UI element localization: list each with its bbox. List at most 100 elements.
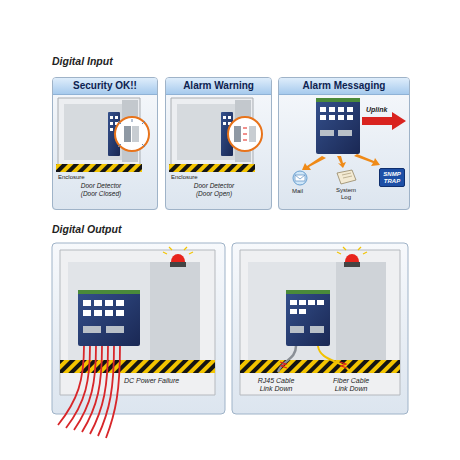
enclosure-drawing	[171, 98, 253, 166]
section-heading: Digital Output	[52, 223, 121, 236]
box-text: SNMP TRAP	[381, 171, 403, 184]
failure-label: RJ45 Cable Link Down	[254, 377, 298, 394]
alert-arrow	[302, 156, 326, 170]
enclosure-drawing	[228, 116, 231, 119]
enclosure-drawing	[223, 122, 226, 125]
failure-label: Fiber Cable Link Down	[328, 377, 374, 394]
panel-header: Alarm Warning	[166, 78, 271, 95]
switch-icon	[106, 326, 124, 333]
snmp-trap-box: SNMP TRAP	[379, 168, 405, 187]
fiber-cable	[318, 346, 350, 372]
mail-icon	[295, 175, 305, 181]
switch-icon	[316, 98, 360, 102]
log-icon	[337, 170, 356, 184]
switch-icon	[310, 326, 324, 333]
enclosure-drawing	[132, 119, 133, 122]
switch-icon	[78, 290, 140, 346]
switch-icon	[290, 300, 324, 314]
switch-icon	[83, 300, 124, 316]
switch-icon	[78, 290, 140, 346]
enclosure-drawing	[132, 126, 139, 142]
enclosure-drawing	[243, 128, 247, 129]
enclosure-drawing	[142, 144, 145, 147]
enclosure-drawing	[240, 360, 400, 373]
enclosure-drawing	[118, 144, 121, 147]
alert-arrow	[354, 154, 380, 166]
enclosure-drawing	[110, 128, 113, 131]
alarm-beacon	[170, 262, 186, 267]
enclosure-drawing	[124, 126, 131, 142]
enclosure-drawing	[68, 262, 200, 360]
alarm-beacon	[189, 252, 193, 254]
switch-icon	[320, 107, 326, 112]
enclosure-drawing	[336, 262, 386, 360]
switch-icon	[329, 115, 335, 120]
switch-icon	[316, 98, 360, 154]
switch-icon	[83, 310, 91, 316]
switch-icon	[338, 130, 352, 136]
switch-icon	[286, 290, 330, 346]
switch-icon	[290, 300, 297, 305]
power-cable	[58, 346, 84, 425]
mail-icon	[295, 175, 305, 179]
switch-icon	[299, 309, 306, 314]
power-cable	[66, 346, 90, 428]
enclosure-drawing	[60, 250, 215, 395]
section-heading: Digital Input	[52, 55, 113, 68]
failure-label: DC Power Failure	[124, 377, 179, 385]
switch-icon	[94, 300, 102, 306]
mail-label: Mail	[292, 188, 303, 195]
enclosure-drawing	[169, 98, 262, 172]
switch-icon	[316, 98, 360, 154]
log-icon	[343, 176, 352, 178]
panel-background	[52, 77, 158, 210]
alarm-beacon	[358, 247, 361, 250]
switch-icon	[299, 300, 306, 305]
alarm-beacon	[345, 254, 359, 262]
alert-arrow	[302, 154, 380, 170]
power-cable	[58, 346, 120, 438]
status-panel: Security OK!!	[52, 77, 158, 210]
alert-arrow	[337, 156, 346, 168]
panel-header: Security OK!!	[53, 78, 157, 95]
enclosure-drawing	[177, 104, 235, 160]
log-icon	[342, 173, 351, 175]
log-icon	[337, 170, 356, 184]
enclosure-drawing	[234, 126, 241, 142]
switch-icon	[83, 326, 101, 333]
switch-icon	[116, 300, 124, 306]
enclosure-drawing	[60, 250, 215, 395]
switch-icon	[105, 300, 113, 306]
enclosure-drawing	[150, 262, 200, 360]
sensor-label: Door Detector (Door Open)	[189, 182, 239, 198]
switch-icon	[338, 115, 344, 120]
switch-icon	[347, 107, 353, 112]
power-cable	[74, 346, 96, 430]
alarm-beacon	[169, 247, 172, 250]
break-mark	[340, 362, 347, 368]
switch-icon	[320, 130, 334, 136]
break-mark	[280, 362, 287, 368]
switch-icon	[78, 290, 140, 294]
mail-icon	[293, 171, 307, 185]
alarm-beacon	[163, 247, 193, 267]
enclosure-drawing	[169, 164, 255, 172]
sensor-label: Door Detector (Door Closed)	[76, 182, 126, 198]
alarm-beacon	[171, 254, 185, 262]
enclosure-drawing	[248, 262, 386, 360]
switch-icon	[338, 107, 344, 112]
switch-icon	[308, 300, 315, 305]
alarm-beacon	[337, 247, 367, 254]
switch-icon	[329, 107, 335, 112]
enclosure-drawing	[228, 117, 262, 151]
enclosure-drawing	[118, 121, 121, 124]
alarm-beacon	[337, 247, 367, 267]
alarm-beacon	[343, 247, 346, 250]
switch-icon	[105, 310, 113, 316]
enclosure-drawing	[56, 164, 142, 172]
switch-icon	[317, 300, 324, 305]
switch-icon	[83, 300, 91, 306]
uplink-label: Uplink	[366, 106, 387, 114]
